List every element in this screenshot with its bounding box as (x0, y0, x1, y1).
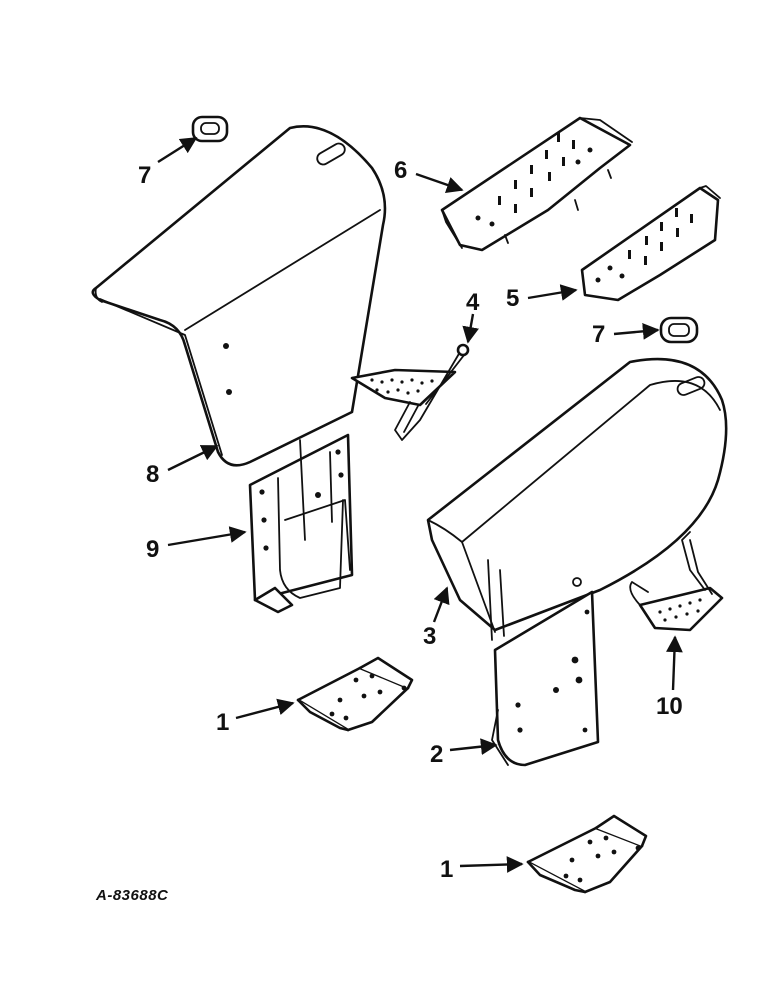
step-plate-6 (440, 116, 633, 252)
callout-5: 5 (506, 285, 519, 312)
bracket-left (248, 433, 354, 614)
step-assembly-4 (350, 343, 470, 441)
callout-8: 8 (146, 461, 159, 488)
bracket-1-upper (296, 656, 414, 732)
drawing-number: A-83688C (95, 887, 169, 904)
callout-6: 6 (394, 157, 407, 184)
grommet-lower (659, 316, 699, 344)
callout-1-lower: 1 (440, 856, 453, 883)
callout-3: 3 (423, 623, 436, 650)
plate-right-2 (491, 590, 600, 767)
callout-10: 10 (656, 693, 683, 720)
callout-labels: 7 6 5 4 7 8 9 3 10 1 2 1 (138, 157, 683, 883)
callout-7-upper: 7 (138, 162, 151, 189)
bracket-1-lower (526, 814, 648, 894)
callout-1-upper: 1 (216, 709, 229, 736)
leader-lines (157, 136, 683, 873)
callout-9: 9 (146, 536, 159, 563)
step-plate-5 (580, 185, 721, 302)
fender-right (426, 357, 728, 641)
callout-7-lower: 7 (592, 321, 605, 348)
callout-2: 2 (430, 741, 443, 768)
callout-4: 4 (466, 289, 480, 316)
step-10 (629, 531, 724, 632)
fender-left (91, 125, 387, 467)
grommet-upper (191, 115, 229, 143)
